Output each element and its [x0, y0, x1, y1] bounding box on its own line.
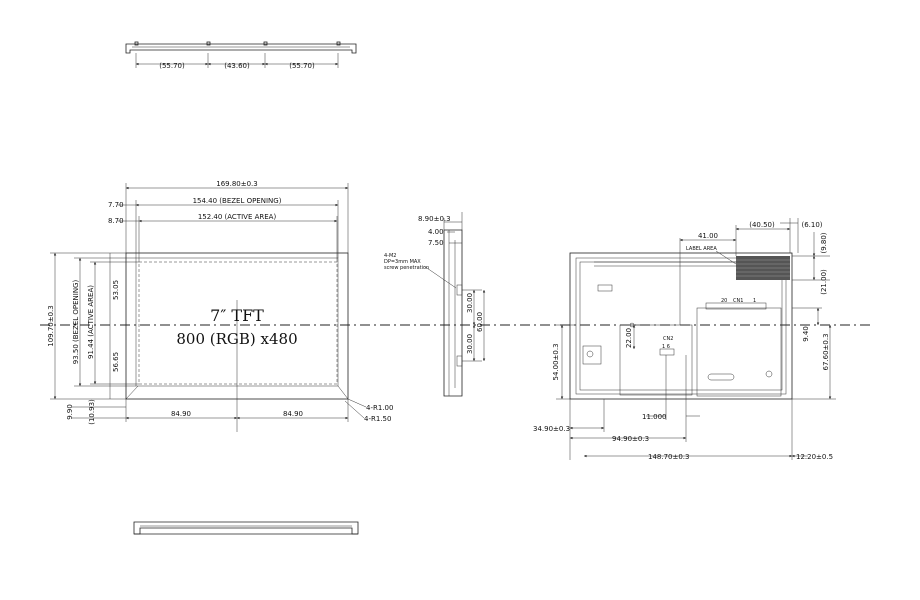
back-d-2100: (21.00) [820, 269, 828, 295]
cn2-label: CN2 [663, 336, 673, 342]
cn1-label: CN1 [733, 298, 743, 304]
side-hole-lower: 30.00 [466, 334, 474, 354]
side-view: 8.90±0.3 4.00 7.50 4-M2 DP=3mm MAX screw… [384, 212, 486, 397]
side-hole-span: 60.00 [476, 312, 484, 332]
cn2-pins: 1 6 [662, 344, 670, 350]
front-upper-half: 53.05 [112, 280, 120, 300]
side-d1: 4.00 [428, 228, 444, 236]
side-screw-note-3: screw penetration [384, 265, 429, 271]
label-area-text: LABEL AREA [686, 246, 717, 252]
back-d-4050: (40.50) [749, 221, 775, 229]
back-d-9490: 94.90±0.3 [612, 435, 649, 443]
top-dim-2: (43.60) [224, 62, 250, 70]
top-dim-1: (55.70) [159, 62, 185, 70]
back-view: LABEL AREA CN1 20 1 CN2 1 6 41.00 (40.50… [533, 218, 836, 461]
cn1-pin-1: 1 [753, 298, 756, 304]
side-screw-note-2: DP=3mm MAX [384, 259, 421, 265]
front-bottom-offset-1: 9.90 [66, 404, 74, 420]
front-height-overall: 109.70±0.3 [47, 305, 55, 347]
side-hole-upper: 30.00 [466, 293, 474, 313]
cn1-pin-20: 20 [721, 298, 727, 304]
front-width-overall: 169.80±0.3 [216, 180, 258, 188]
front-radius-2: 4-R1.50 [364, 415, 391, 423]
front-bottom-offset-2: (10.93) [88, 399, 96, 425]
front-bezel-height: 93.50 (BEZEL OPENING) [72, 280, 80, 365]
back-d-610: (6.10) [801, 221, 822, 229]
front-active-width: 152.40 (ACTIVE AREA) [198, 213, 277, 221]
panel-resolution-title: 800 (RGB) x480 [176, 330, 297, 348]
back-d-6760: 67.60±0.3 [822, 333, 830, 370]
back-d-14870: 148.70±0.3 [648, 453, 690, 461]
front-half-width-left: 84.90 [171, 410, 191, 418]
panel-size-title: 7″ TFT [210, 306, 264, 325]
back-d-11000: 11.000 [642, 413, 667, 421]
back-d-1220: 12.20±0.5 [796, 453, 833, 461]
back-d-940: 9.40 [802, 326, 810, 342]
back-d-980: (9.80) [820, 232, 828, 253]
front-radius-1: 4-R1.00 [366, 404, 393, 412]
side-depth: 8.90±0.3 [418, 215, 451, 223]
front-lower-half: 56.65 [112, 352, 120, 372]
back-d-2200: 22.00 [625, 328, 633, 348]
front-left-offset-1: 7.70 [108, 201, 124, 209]
front-active-height: 91.44 (ACTIVE AREA) [87, 285, 95, 359]
back-d-41: 41.00 [698, 232, 718, 240]
top-view: (55.70) (43.60) (55.70) [125, 41, 357, 70]
front-half-width-right: 84.90 [283, 410, 303, 418]
back-d-5400: 54.00±0.3 [552, 343, 560, 380]
front-left-offset-2: 8.70 [108, 217, 124, 225]
bottom-view [133, 521, 359, 535]
front-bezel-width: 154.40 (BEZEL OPENING) [193, 197, 282, 205]
back-d-3490: 34.90±0.3 [533, 425, 570, 433]
side-d2: 7.50 [428, 239, 444, 247]
side-screw-note-1: 4-M2 [384, 253, 396, 259]
top-dim-3: (55.70) [289, 62, 315, 70]
front-view: 169.80±0.3 154.40 (BEZEL OPENING) 152.40… [47, 180, 393, 432]
